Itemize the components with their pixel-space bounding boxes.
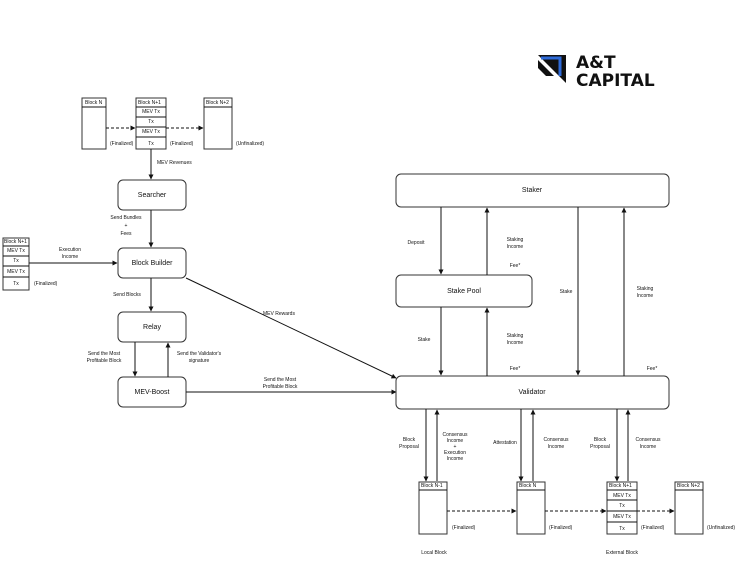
bottom-block-n-plus-2 xyxy=(674,481,704,535)
label-send-bundles-3: Fees xyxy=(120,231,132,237)
bottom-block-n-title: Block N xyxy=(519,483,537,489)
label-staking-income-2b: Income xyxy=(507,340,524,346)
bottom-row-2: Tx xyxy=(619,503,625,509)
label-fee-right: Fee* xyxy=(647,366,658,372)
label-deposit: Deposit xyxy=(408,240,426,246)
label-external-block: External Block xyxy=(606,550,638,556)
label-staking-income-2a: Staking xyxy=(507,333,524,339)
label-attestation: Attestation xyxy=(493,440,517,446)
at-capital-logo: A&T CAPITAL xyxy=(538,53,655,91)
top-finalized-2: (Finalized) xyxy=(170,141,194,147)
top-finalized-1: (Finalized) xyxy=(110,141,134,147)
block-builder-label: Block Builder xyxy=(132,260,174,267)
top-row-2: Tx xyxy=(148,119,154,125)
label-cei-2: Income xyxy=(447,438,464,444)
left-block-status: (Finalized) xyxy=(34,281,58,287)
label-local-block: Local Block xyxy=(421,550,447,556)
label-staking-income-1a: Staking xyxy=(507,237,524,243)
label-send-blocks: Send Blocks xyxy=(113,292,141,298)
bottom-unfinalized: (Unfinalized) xyxy=(707,525,735,531)
top-row-1: MEV Tx xyxy=(142,109,160,115)
top-chain: Block N Block N+1 MEV Tx Tx MEV Tx Tx Bl… xyxy=(81,97,264,150)
staker-node xyxy=(395,173,670,208)
label-validator-signature-2: signature xyxy=(189,358,210,364)
label-mev-revenues: MEV Revenues xyxy=(157,160,192,166)
label-validator-signature-1: Send the Validator's xyxy=(177,351,222,357)
block-builder-node xyxy=(117,247,187,279)
label-block-proposal-1b: Proposal xyxy=(399,444,419,450)
bottom-row-3: MEV Tx xyxy=(613,514,631,520)
relay-node xyxy=(117,311,187,343)
top-block-n-title: Block N xyxy=(85,100,103,106)
label-send-bundles-2: + xyxy=(125,223,128,229)
label-execution-income-2: Income xyxy=(62,254,79,260)
bottom-finalized-2: (Finalized) xyxy=(549,525,573,531)
top-unfinalized: (Unfinalized) xyxy=(236,141,264,147)
validator-node xyxy=(395,375,670,410)
left-block-title: Block N+1 xyxy=(4,239,27,245)
searcher-label: Searcher xyxy=(138,192,167,199)
label-send-most-profitable-left-1: Send the Most xyxy=(88,351,121,357)
label-block-proposal-1a: Block xyxy=(403,437,416,443)
logo-line-2: CAPITAL xyxy=(576,71,655,91)
at-capital-logo-icon xyxy=(538,55,566,83)
label-consensus-income-1b: Income xyxy=(548,444,565,450)
bottom-row-1: MEV Tx xyxy=(613,493,631,499)
stake-pool-label: Stake Pool xyxy=(447,288,481,295)
top-row-4: Tx xyxy=(148,141,154,147)
bottom-finalized-1: (Finalized) xyxy=(452,525,476,531)
bottom-row-4: Tx xyxy=(619,526,625,532)
label-cei-1: Consensus xyxy=(442,432,468,438)
bottom-block-n-minus-1-title: Block N-1 xyxy=(421,483,443,489)
label-send-most-profitable-right-2: Profitable Block xyxy=(263,384,298,390)
label-consensus-income-1a: Consensus xyxy=(543,437,569,443)
label-staking-income-right-a: Staking xyxy=(637,286,654,292)
label-cei-4: Execution xyxy=(444,450,466,456)
validator-label: Validator xyxy=(518,389,546,396)
bottom-block-n-plus-2-title: Block N+2 xyxy=(677,483,700,489)
label-cei-5: Income xyxy=(447,456,464,462)
bottom-block-n-plus-1 xyxy=(606,481,638,535)
label-block-proposal-2b: Proposal xyxy=(590,444,610,450)
stake-pool-node xyxy=(395,274,533,308)
label-consensus-income-2b: Income xyxy=(640,444,657,450)
label-block-proposal-2a: Block xyxy=(594,437,607,443)
bottom-block-n-plus-1-title: Block N+1 xyxy=(609,483,632,489)
relay-label: Relay xyxy=(143,324,161,331)
label-stake-pool-stake: Stake xyxy=(418,337,431,343)
top-row-3: MEV Tx xyxy=(142,129,160,135)
left-row-2: Tx xyxy=(13,258,19,264)
top-block-n2-title: Block N+2 xyxy=(206,100,229,106)
label-staking-income-right-b: Income xyxy=(637,293,654,299)
bottom-finalized-3: (Finalized) xyxy=(641,525,665,531)
edge-mev-rewards xyxy=(185,277,397,379)
label-fee-1: Fee* xyxy=(510,263,521,269)
label-execution-income-1: Execution xyxy=(59,247,81,253)
bottom-chain: Block N-1 Block N Block N+1 MEV Tx Tx ME… xyxy=(418,481,735,556)
left-row-1: MEV Tx xyxy=(7,248,25,254)
label-staking-income-1b: Income xyxy=(507,244,524,250)
searcher-node xyxy=(117,179,187,211)
label-send-bundles-1: Send Bundles xyxy=(110,215,142,221)
left-block: Block N+1 MEV Tx Tx MEV Tx Tx (Finalized… xyxy=(2,237,58,291)
left-row-3: MEV Tx xyxy=(7,269,25,275)
staker-label: Staker xyxy=(522,187,543,194)
top-block-n1-title: Block N+1 xyxy=(138,100,161,106)
bottom-block-n-minus-1 xyxy=(418,481,448,535)
label-fee-2: Fee* xyxy=(510,366,521,372)
label-stake-right: Stake xyxy=(560,289,573,295)
label-mev-rewards: MEV Rewards xyxy=(263,311,295,317)
label-send-most-profitable-right-1: Send the Most xyxy=(264,377,297,383)
label-cei-3: + xyxy=(454,444,457,450)
label-send-most-profitable-left-2: Profitable Block xyxy=(87,358,122,364)
mev-boost-label: MEV-Boost xyxy=(134,389,169,396)
bottom-block-n xyxy=(516,481,546,535)
left-row-4: Tx xyxy=(13,281,19,287)
logo-line-1: A&T xyxy=(576,53,616,73)
label-consensus-income-2a: Consensus xyxy=(635,437,661,443)
